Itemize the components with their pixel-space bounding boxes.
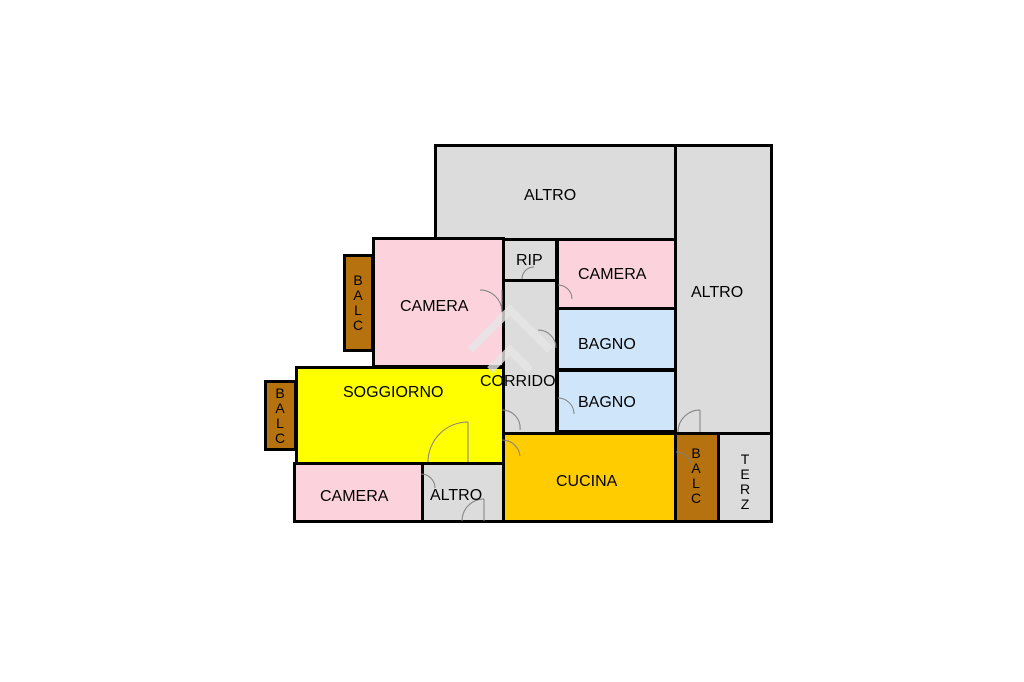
label-altro-right: ALTRO (691, 284, 744, 301)
label-cucina: CUCINA (556, 473, 618, 490)
label-camera-left: CAMERA (400, 298, 469, 315)
label-bagno-2: BAGNO (578, 394, 636, 411)
label-rip: RIP (516, 252, 543, 269)
label-camera-bottom: CAMERA (320, 488, 389, 505)
room-altro-top (434, 144, 677, 241)
label-balc-right: BALC (690, 445, 702, 506)
label-soggiorno: SOGGIORNO (343, 384, 444, 401)
label-altro-bottom: ALTRO (430, 487, 483, 504)
label-camera-small: CAMERA (578, 266, 647, 283)
room-balc-top-left (343, 254, 374, 352)
label-corridoio: CORRIDO (480, 373, 556, 390)
label-bagno-1: BAGNO (578, 336, 636, 353)
room-camera-bottom (293, 462, 424, 523)
room-terz (717, 432, 773, 523)
room-balc-left (264, 380, 297, 451)
label-balc-top-left: BALC (352, 272, 364, 333)
label-terz: TERZ (739, 451, 751, 512)
label-altro-top: ALTRO (524, 187, 577, 204)
room-bagno-1 (556, 307, 677, 371)
room-bagno-2 (556, 369, 677, 433)
label-balc-left: BALC (274, 385, 286, 446)
room-cucina (502, 432, 677, 523)
